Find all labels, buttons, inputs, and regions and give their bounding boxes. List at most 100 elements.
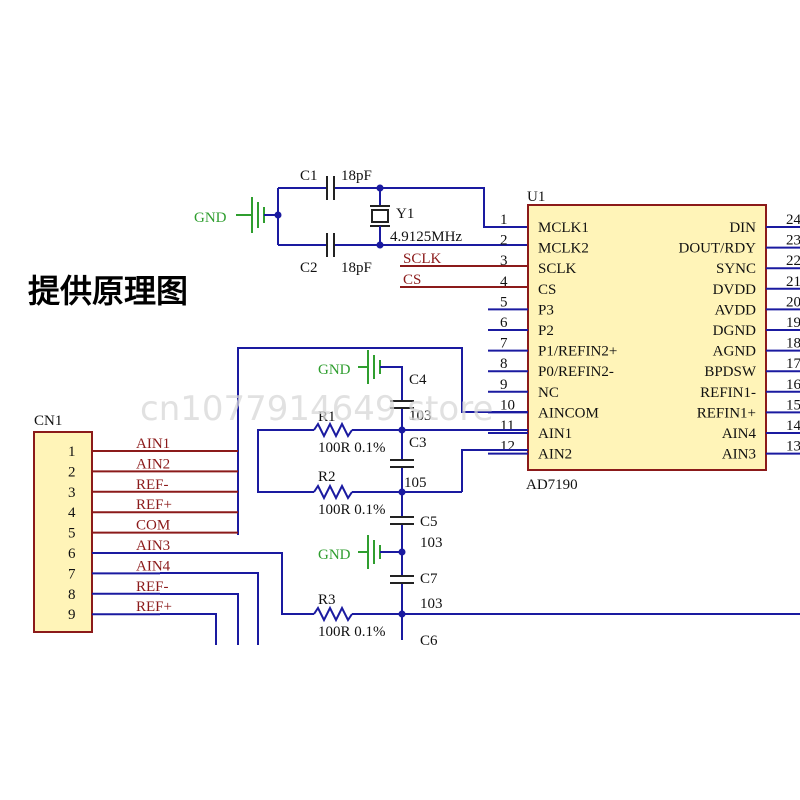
y1-ref: Y1	[396, 206, 414, 222]
ic-ref: U1	[527, 189, 545, 205]
connector-net-label: REF+	[136, 497, 172, 513]
c5-ref: C5	[420, 514, 438, 530]
ic-left-pin-name: NC	[538, 385, 559, 401]
ic-left-pin-name: P0/REFIN2-	[538, 364, 614, 380]
ic-left-pin-name: AINCOM	[538, 405, 599, 421]
connector-net-label: REF+	[136, 599, 172, 615]
c4-ref: C4	[409, 372, 427, 388]
ic-left-pin-number: 5	[500, 294, 508, 310]
ic-left-pin-name: MCLK1	[538, 220, 589, 236]
ic-right-pin-number: 24	[786, 212, 800, 228]
c1-ref: C1	[300, 168, 318, 184]
ic-right-pin-number: 22	[786, 253, 800, 269]
ic-right-pin-name: DVDD	[713, 282, 756, 298]
connector-wiring	[160, 552, 283, 554]
ic-left-pin-number: 11	[500, 418, 514, 434]
ic-left-pin-name: AIN1	[538, 426, 572, 442]
ic-left-pin-name: P1/REFIN2+	[538, 344, 617, 360]
ic-left-pin-name: AIN2	[538, 447, 572, 463]
crystal-section: GND C1 18pF C2 18pF Y1 4.9125MHz	[194, 168, 528, 276]
diagram-title: 提供原理图	[28, 272, 188, 310]
ic-left-pin-name: P2	[538, 323, 554, 339]
ic-right-pin-number: 14	[786, 418, 800, 434]
connector-net-label: AIN4	[136, 558, 171, 574]
ic-right-pin-name: AVDD	[715, 302, 757, 318]
connector-pin-number: 9	[68, 607, 76, 623]
connector-pin-number: 8	[68, 587, 76, 603]
c5-value: 103	[420, 535, 443, 551]
connector-pin-number: 4	[68, 505, 76, 521]
ic-left-pin-number: 3	[500, 253, 508, 269]
ic-right-pin-name: AGND	[713, 344, 756, 360]
ic-right-pin-name: REFIN1-	[700, 385, 756, 401]
ic-right-pin-number: 21	[786, 274, 800, 290]
r2-ref: R2	[318, 469, 336, 485]
connector-net-label: AIN2	[136, 456, 170, 472]
ic-right-pin-number: 15	[786, 397, 800, 413]
cs-net-label: CS	[403, 272, 421, 288]
c6-ref: C6	[420, 633, 438, 649]
ic-left-pin-name: CS	[538, 282, 556, 298]
analog-frontend: GND C4 103 R1 100R 0.1% C3 105 R2 100R 0…	[160, 347, 800, 649]
r1-ref: R1	[318, 409, 336, 425]
connector-pin-number: 1	[68, 444, 76, 460]
crystal-gnd-label: GND	[194, 210, 227, 226]
ic-right-pin-number: 16	[786, 377, 800, 393]
connector-pin-number: 3	[68, 485, 76, 501]
connector-net-label: REF-	[136, 477, 169, 493]
c7-value: 103	[420, 596, 443, 612]
ic-right-pin-number: 13	[786, 439, 800, 455]
ic-left-pin-number: 7	[500, 336, 508, 352]
ic-left-pin-number: 4	[500, 274, 508, 290]
ic-right-pin-name: DIN	[729, 220, 756, 236]
ic-right-pin-name: BPDSW	[704, 364, 757, 380]
r3-value: 100R 0.1%	[318, 624, 386, 640]
connector-net-label: COM	[136, 518, 170, 534]
ic-left-pin-number: 6	[500, 315, 508, 331]
ic-left-pin-name: P3	[538, 302, 554, 318]
y1-value: 4.9125MHz	[390, 229, 462, 245]
gnd-label-1: GND	[318, 362, 351, 378]
sclk-net-label: SCLK	[403, 251, 442, 267]
ic-left-pin-number: 2	[500, 233, 508, 249]
ic-left-pin-number: 9	[500, 377, 508, 393]
ic-left-pin-name: SCLK	[538, 261, 577, 277]
connector-net-label: AIN1	[136, 436, 170, 452]
c3-ref: C3	[409, 435, 427, 451]
connector-pin-number: 2	[68, 464, 76, 480]
r1-value: 100R 0.1%	[318, 440, 386, 456]
ic-left-pin-number: 8	[500, 356, 508, 372]
ic-right-pin-name: AIN4	[722, 426, 757, 442]
c2-value: 18pF	[341, 260, 372, 276]
watermark: cn1077914649 store	[140, 389, 493, 429]
ic-right-pin-number: 18	[786, 336, 800, 352]
ic-body	[527, 204, 767, 471]
c7-ref: C7	[420, 571, 438, 587]
ic-right-pin-name: DOUT/RDY	[679, 241, 757, 257]
connector-net-label: AIN3	[136, 538, 170, 554]
connector-net-label: REF-	[136, 579, 169, 595]
ic-right-pin-number: 19	[786, 315, 800, 331]
connector-body	[33, 431, 93, 633]
c3-value: 105	[404, 475, 427, 491]
c2-ref: C2	[300, 260, 318, 276]
c1-value: 18pF	[341, 168, 372, 184]
ic-left-pin-number: 1	[500, 212, 508, 228]
ic-left-pin-number: 10	[500, 397, 515, 413]
r3-ref: R3	[318, 592, 336, 608]
connector-pin-number: 7	[68, 566, 76, 582]
gnd-label-2: GND	[318, 547, 351, 563]
c4-value: 103	[409, 408, 432, 424]
ic-right-pin-name: REFIN1+	[697, 405, 756, 421]
r2-value: 100R 0.1%	[318, 502, 386, 518]
ic-right-pin-number: 23	[786, 233, 800, 249]
connector-ref: CN1	[34, 413, 62, 429]
ic-part-number: AD7190	[526, 477, 578, 493]
ic-left-pin-number: 12	[500, 439, 515, 455]
ic-right-pin-name: DGND	[713, 323, 756, 339]
ic-right-pin-number: 20	[786, 294, 800, 310]
ic-right-pin-number: 17	[786, 356, 800, 372]
